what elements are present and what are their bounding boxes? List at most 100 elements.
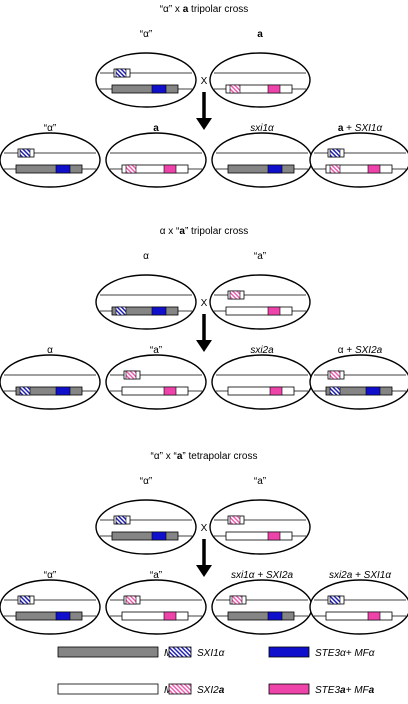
- progeny-label-part: +: [344, 345, 355, 356]
- parent-cell: [209, 274, 311, 330]
- legend-label-part: a: [340, 685, 346, 696]
- cell-outline: [95, 499, 197, 555]
- panel-title-part: ” tetrapolar cross: [182, 451, 257, 462]
- arrow-head: [196, 340, 212, 352]
- progeny-cell: [105, 132, 207, 188]
- ste3a-mfa: [367, 164, 381, 174]
- legend-swatch-sxi2: [168, 683, 192, 695]
- sxi2-a: [231, 595, 243, 605]
- progeny-label-part: SXI2a: [355, 345, 383, 356]
- panel-title-part: “α” x: [160, 4, 183, 15]
- progeny-label-part: sxi2a + SXI1α: [329, 570, 391, 581]
- parent-cell: [95, 499, 197, 555]
- cell-outline: [105, 132, 207, 188]
- progeny-cell: [0, 579, 101, 635]
- legend-label-ste_a: STE3a+ MFa: [315, 685, 375, 696]
- progeny-cell: [309, 579, 408, 635]
- cell-outline: [309, 132, 408, 188]
- parent-label-part: “α”: [140, 29, 152, 40]
- panel-title: α x “a” tripolar cross: [160, 226, 249, 237]
- progeny-label: sxi1α: [250, 123, 274, 134]
- legend-swatch-ste_a: [268, 683, 310, 695]
- mat-a-locus: [225, 306, 293, 316]
- cell-outline: [209, 52, 311, 108]
- progeny-label: “a”: [150, 570, 162, 581]
- legend-label-part: a: [369, 685, 375, 696]
- cell-outline: [95, 274, 197, 330]
- progeny-cell: [0, 132, 101, 188]
- panel-title-part: “α” x “: [151, 451, 177, 462]
- cell-outline: [0, 354, 101, 410]
- mat-a-locus: [325, 611, 393, 621]
- parent-label: a: [257, 29, 263, 40]
- progeny-label-part: sxi2a: [250, 345, 274, 356]
- progeny-label: a: [153, 123, 159, 134]
- progeny-label: sxi2a: [250, 345, 274, 356]
- mat-a-locus: [121, 386, 189, 396]
- progeny-cell: [0, 354, 101, 410]
- ste3-alpha-mf-alpha: [151, 531, 167, 541]
- ste3-alpha-mf-alpha: [267, 164, 283, 174]
- legend-label-part: + MF: [346, 685, 370, 696]
- ste3-alpha-mf-alpha: [151, 84, 167, 94]
- parent-label-part: α: [143, 251, 149, 262]
- progeny-label: α + SXI2a: [338, 345, 383, 356]
- progeny-label: α: [47, 345, 53, 356]
- panel-title-part: a: [179, 226, 185, 237]
- mat-alpha-locus: [111, 84, 179, 94]
- ste3a-mfa: [269, 386, 283, 396]
- sxi2-a: [229, 84, 241, 94]
- cross-symbol: X: [201, 298, 208, 309]
- progeny-cell: [105, 579, 207, 635]
- cell-outline: [209, 274, 311, 330]
- legend-label-part: STE3: [315, 685, 340, 696]
- parent-label: “α”: [140, 476, 152, 487]
- arrow-head: [196, 118, 212, 130]
- ste3a-mfa: [163, 611, 177, 621]
- progeny-label-part: “α”: [44, 570, 56, 581]
- panel-title-part: tripolar cross: [188, 4, 248, 15]
- legend-swatch-sxi1: [168, 646, 192, 658]
- legend-label-part: a: [219, 685, 225, 696]
- progeny-label: a + SXI1α: [338, 123, 383, 134]
- mat-a-locus: [121, 611, 189, 621]
- sxi1-alpha: [115, 68, 127, 78]
- ste3-alpha-mf-alpha: [55, 164, 71, 174]
- mat-a-locus: [225, 531, 293, 541]
- ste3-alpha-mf-alpha: [267, 611, 283, 621]
- progeny-label-part: a: [153, 123, 159, 134]
- panel-title-part: a: [177, 451, 183, 462]
- progeny-label-part: +: [343, 123, 354, 134]
- sxi2-a: [329, 164, 341, 174]
- sxi1-alpha: [115, 515, 127, 525]
- mat-alpha-locus: [227, 611, 295, 621]
- progeny-label-part: a: [338, 123, 344, 134]
- cell-outline: [105, 354, 207, 410]
- progeny-label-part: sxi1α + SXI2a: [231, 570, 294, 581]
- mat-alpha-locus: [111, 531, 179, 541]
- progeny-label-part: “α”: [44, 123, 56, 134]
- ste3-alpha-mf-alpha: [55, 611, 71, 621]
- sxi1-alpha: [329, 595, 341, 605]
- legend-swatch-mat_a: [57, 683, 159, 695]
- sxi2-a: [125, 595, 137, 605]
- parent-label-part: “α”: [140, 476, 152, 487]
- mat-a-locus: [325, 164, 393, 174]
- cell-outline: [95, 52, 197, 108]
- cell-outline: [105, 579, 207, 635]
- ste3a-mfa: [267, 531, 281, 541]
- sxi2-a: [329, 370, 341, 380]
- progeny-label-part: “a”: [150, 345, 162, 356]
- parent-label-part: “a”: [254, 476, 266, 487]
- parent-label-part: a: [257, 29, 263, 40]
- progeny-cell: [105, 354, 207, 410]
- legend-swatch-ste_alpha: [268, 646, 310, 658]
- progeny-label-part: SXI1α: [355, 123, 383, 134]
- progeny-label: sxi2a + SXI1α: [329, 570, 391, 581]
- sxi1-alpha: [115, 306, 127, 316]
- mat-alpha-locus: [15, 164, 83, 174]
- mat-a-locus: [227, 386, 295, 396]
- mat-alpha-locus: [111, 306, 179, 316]
- parent-label: “a”: [254, 476, 266, 487]
- panel-title: “α” x “a” tetrapolar cross: [151, 451, 258, 462]
